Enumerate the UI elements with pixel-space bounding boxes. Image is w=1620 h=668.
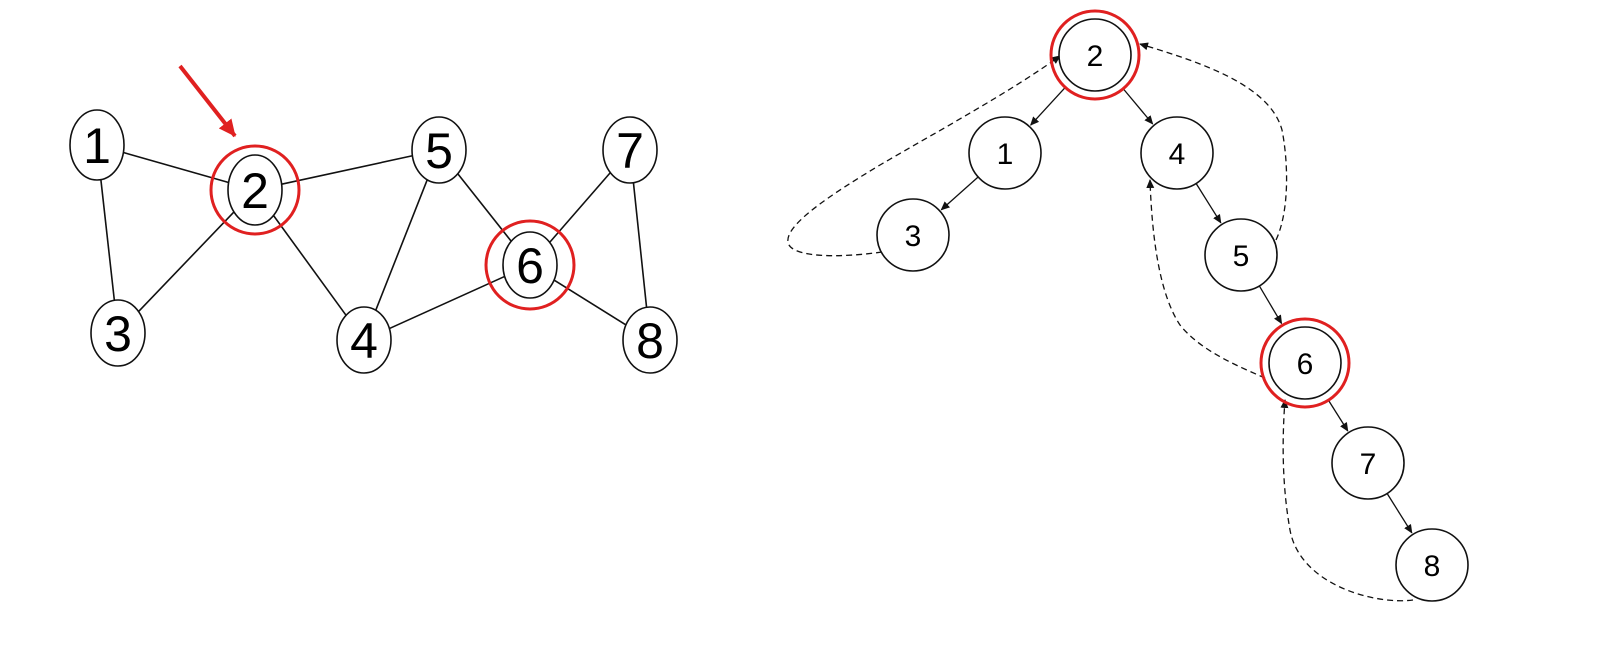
graph-node-4-label: 4 [350, 313, 378, 369]
graph-node-3-circle [90, 299, 146, 367]
graph-edge-1-3 [100, 179, 116, 301]
tree-node-2: 2 [1049, 9, 1141, 101]
graph-node-8-circle [622, 306, 678, 374]
graph-node-3-label: 3 [104, 306, 132, 362]
graph-node-7-label: 7 [616, 123, 644, 179]
pointer-arrow [178, 64, 237, 138]
graph-node-1-circle [69, 109, 125, 181]
graph-node-6: 6 [484, 219, 576, 311]
tree-node-4-label: 4 [1169, 138, 1186, 171]
tree-edge-2-4 [1122, 88, 1154, 125]
graph-node-6-circle [502, 231, 558, 299]
tree-node-1-circle [968, 116, 1042, 190]
graph-node-1-label: 1 [83, 118, 111, 174]
graph-node-2-highlight-ring [209, 144, 301, 236]
graph-node-6-label: 6 [516, 238, 544, 294]
graph-node-8: 8 [622, 306, 678, 374]
graph-edge-4-6 [388, 275, 506, 330]
tree-node-4: 4 [1140, 116, 1214, 190]
graph-node-8-label: 8 [636, 313, 664, 369]
graph-node-5-circle [411, 116, 467, 184]
graph-node-2: 2 [209, 144, 301, 236]
tree-node-2-circle [1058, 18, 1132, 92]
graph-node-5: 5 [411, 116, 467, 184]
tree-node-6-label: 6 [1297, 348, 1314, 381]
graph-node-7: 7 [602, 116, 658, 184]
tree-node-7-circle [1331, 426, 1405, 500]
graph-edge-6-8 [553, 279, 627, 326]
graph-node-7-circle [602, 116, 658, 184]
tree-node-2-highlight-ring [1049, 9, 1141, 101]
tree-edge-1-3 [940, 176, 979, 211]
graph-edges [100, 151, 648, 330]
back-edge-5-2 [1139, 42, 1288, 241]
tree-node-1-label: 1 [997, 138, 1014, 171]
graph-edge-1-2 [123, 151, 229, 184]
graph-node-4-circle [336, 306, 392, 374]
tree-node-2-label: 2 [1087, 40, 1104, 73]
graph-panel: 1 2 3 4 5 6 7 8 [69, 64, 678, 374]
graph-node-2-label: 2 [241, 163, 269, 219]
tree-edge-7-8 [1386, 493, 1413, 534]
tree-node-8-circle [1395, 528, 1469, 602]
tree-edge-4-5 [1195, 183, 1222, 224]
tree-node-8: 8 [1395, 528, 1469, 602]
graph-edge-2-5 [281, 154, 413, 185]
graph-node-3: 3 [90, 299, 146, 367]
tree-node-3-label: 3 [905, 220, 922, 253]
back-edges [787, 42, 1414, 602]
tree-node-6: 6 [1259, 317, 1351, 409]
tree-node-3-circle [876, 198, 950, 272]
graph-node-2-circle [227, 154, 283, 226]
tree-edge-6-7 [1327, 399, 1349, 432]
back-edge-8-6 [1280, 399, 1414, 602]
tree-node-6-circle [1268, 326, 1342, 400]
graph-edge-5-4 [374, 179, 429, 311]
tree-node-7-label: 7 [1360, 448, 1377, 481]
graph-edge-7-8 [632, 182, 648, 308]
tree-edge-2-1 [1030, 86, 1066, 126]
tree-node-5-circle [1204, 218, 1278, 292]
graph-edge-2-3 [137, 211, 235, 313]
graph-nodes: 1 2 3 4 5 6 7 8 [69, 109, 678, 374]
dfs-tree-panel: 2 1 3 4 5 6 7 8 [787, 9, 1469, 602]
graph-node-1: 1 [69, 109, 125, 181]
graph-node-6-highlight-ring [484, 219, 576, 311]
tree-nodes: 2 1 3 4 5 6 7 8 [876, 9, 1469, 602]
tree-node-8-label: 8 [1424, 550, 1441, 583]
tree-edge-5-6 [1258, 285, 1283, 325]
tree-node-4-circle [1140, 116, 1214, 190]
tree-node-5: 5 [1204, 218, 1278, 292]
tree-node-6-highlight-ring [1259, 317, 1351, 409]
tree-node-7: 7 [1331, 426, 1405, 500]
graph-node-4: 4 [336, 306, 392, 374]
tree-node-1: 1 [968, 116, 1042, 190]
graph-node-5-label: 5 [425, 123, 453, 179]
tree-node-5-label: 5 [1233, 240, 1250, 273]
graph-edge-2-4 [272, 215, 347, 316]
tree-edges [940, 86, 1413, 534]
back-edge-6-4 [1146, 179, 1266, 379]
tree-node-3: 3 [876, 198, 950, 272]
